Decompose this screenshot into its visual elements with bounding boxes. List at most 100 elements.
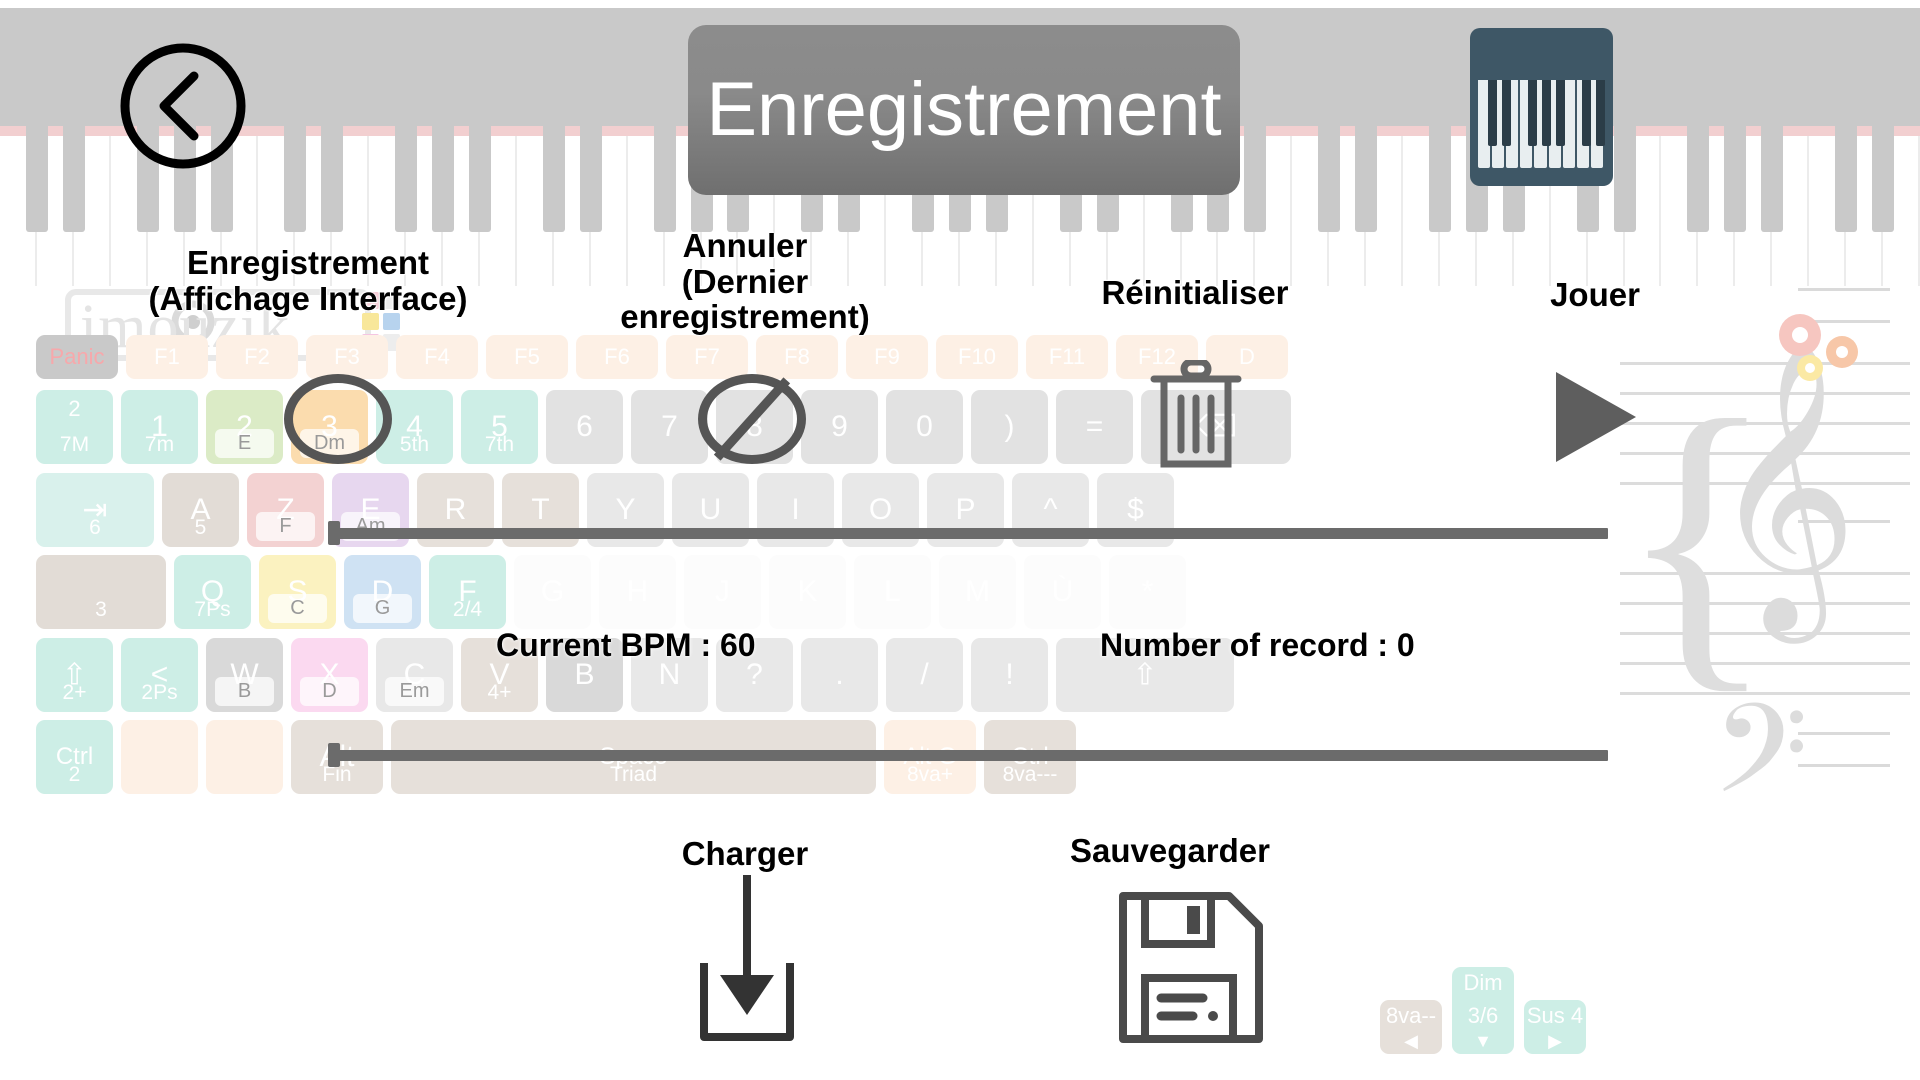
keyboard-key[interactable]: F1 xyxy=(126,335,208,379)
keyboard-key[interactable]: 0 xyxy=(886,390,963,464)
keyboard-key[interactable]: J xyxy=(684,555,761,629)
arrow-right-key[interactable]: Sus 4▶ xyxy=(1524,1000,1586,1054)
keyboard-key[interactable]: H xyxy=(599,555,676,629)
keyboard-key[interactable]: F4 xyxy=(396,335,478,379)
key-main-label: 9 xyxy=(831,410,848,443)
bpm-slider-knob[interactable] xyxy=(328,521,340,545)
piano-black-key[interactable] xyxy=(25,8,48,232)
gears-icon xyxy=(1770,310,1880,400)
keyboard-key[interactable]: F8 xyxy=(756,335,838,379)
keyboard-key[interactable]: 7 xyxy=(631,390,708,464)
keyboard-key[interactable] xyxy=(121,720,198,794)
piano-black-key[interactable] xyxy=(395,8,418,232)
piano-black-key[interactable] xyxy=(1687,8,1710,232)
keyboard-key[interactable]: AltFin xyxy=(291,720,383,794)
keyboard-key[interactable]: ? xyxy=(716,638,793,712)
keyboard-key[interactable]: * xyxy=(1109,555,1186,629)
piano-black-key[interactable] xyxy=(1761,8,1784,232)
keyboard-key[interactable]: F6 xyxy=(576,335,658,379)
keyboard-key[interactable]: F3 xyxy=(306,335,388,379)
keyboard-key[interactable]: <2Ps xyxy=(121,638,198,712)
piano-black-key[interactable] xyxy=(1872,8,1895,232)
key-main-label: B xyxy=(574,658,595,691)
no-entry-icon[interactable] xyxy=(698,374,806,464)
keyboard-key[interactable]: 9 xyxy=(801,390,878,464)
keyboard-key[interactable] xyxy=(206,720,283,794)
piano-black-key[interactable] xyxy=(469,8,491,232)
mini-piano-black-key xyxy=(1582,80,1591,146)
keyboard-key[interactable]: F2 xyxy=(216,335,298,379)
keyboard-key[interactable]: F9 xyxy=(846,335,928,379)
key-main-label: F8 xyxy=(784,344,810,369)
piano-black-key[interactable] xyxy=(579,8,602,232)
keyboard-key[interactable]: . xyxy=(801,638,878,712)
keyboard-key[interactable]: F11 xyxy=(1026,335,1108,379)
piano-black-key[interactable] xyxy=(1429,8,1451,232)
play-triangle-icon[interactable] xyxy=(1556,372,1636,462)
arrow-down-key[interactable]: 3/6▼ xyxy=(1452,1000,1514,1054)
piano-black-key[interactable] xyxy=(1835,8,1858,232)
arrow-left-key[interactable]: 8va--◀ xyxy=(1380,1000,1442,1054)
volume-slider[interactable] xyxy=(328,743,1608,767)
keyboard-key[interactable]: D xyxy=(1206,335,1288,379)
piano-black-key[interactable] xyxy=(321,8,344,232)
download-arrow-icon[interactable] xyxy=(688,875,806,1045)
piano-black-key[interactable] xyxy=(1724,8,1747,232)
keyboard-key[interactable]: F7 xyxy=(666,335,748,379)
volume-slider-knob[interactable] xyxy=(328,743,340,767)
keyboard-key[interactable]: B xyxy=(546,638,623,712)
keyboard-key[interactable]: = xyxy=(1056,390,1133,464)
keyboard-key[interactable]: L xyxy=(854,555,931,629)
piano-black-key[interactable] xyxy=(542,8,565,232)
piano-black-key[interactable] xyxy=(1613,8,1636,232)
piano-black-key[interactable] xyxy=(1318,8,1341,232)
keyboard-key[interactable]: / xyxy=(886,638,963,712)
key-sub-label: 2/4 xyxy=(452,598,483,621)
piano-keyboard-icon[interactable] xyxy=(1470,28,1613,186)
piano-black-key[interactable] xyxy=(653,8,676,232)
piano-black-key[interactable] xyxy=(62,8,85,232)
trash-icon[interactable] xyxy=(1150,358,1242,470)
floppy-disk-icon[interactable] xyxy=(1117,890,1265,1045)
keyboard-key[interactable]: F10 xyxy=(936,335,1018,379)
keyboard-key[interactable]: G xyxy=(514,555,591,629)
bpm-slider[interactable] xyxy=(328,521,1608,545)
keyboard-key[interactable]: 6 xyxy=(546,390,623,464)
keyboard-key[interactable]: 3 xyxy=(36,555,166,629)
keyboard-key[interactable]: ) xyxy=(971,390,1048,464)
keyboard-key[interactable]: N xyxy=(631,638,708,712)
keyboard-key[interactable]: Panic xyxy=(36,335,118,379)
record-circle-icon[interactable] xyxy=(284,374,392,464)
piano-black-key[interactable] xyxy=(284,8,307,232)
key-main-label: 4 xyxy=(406,410,423,443)
keyboard-key[interactable]: Ù xyxy=(1024,555,1101,629)
keyboard-key[interactable]: K xyxy=(769,555,846,629)
keyboard-key[interactable]: ⇥6 xyxy=(36,473,154,547)
piano-black-key[interactable] xyxy=(1355,8,1378,232)
piano-black-key[interactable] xyxy=(432,8,455,232)
back-button[interactable] xyxy=(118,42,248,170)
keyboard-key[interactable]: ⇧ xyxy=(1056,638,1234,712)
keyboard-key[interactable]: M xyxy=(939,555,1016,629)
keyboard-key[interactable]: F5 xyxy=(486,335,568,379)
piano-black-key[interactable] xyxy=(173,8,196,232)
keyboard-key[interactable]: ! xyxy=(971,638,1048,712)
keyboard-key[interactable]: ⇧2+ xyxy=(36,638,113,712)
piano-black-key[interactable] xyxy=(1244,8,1267,232)
